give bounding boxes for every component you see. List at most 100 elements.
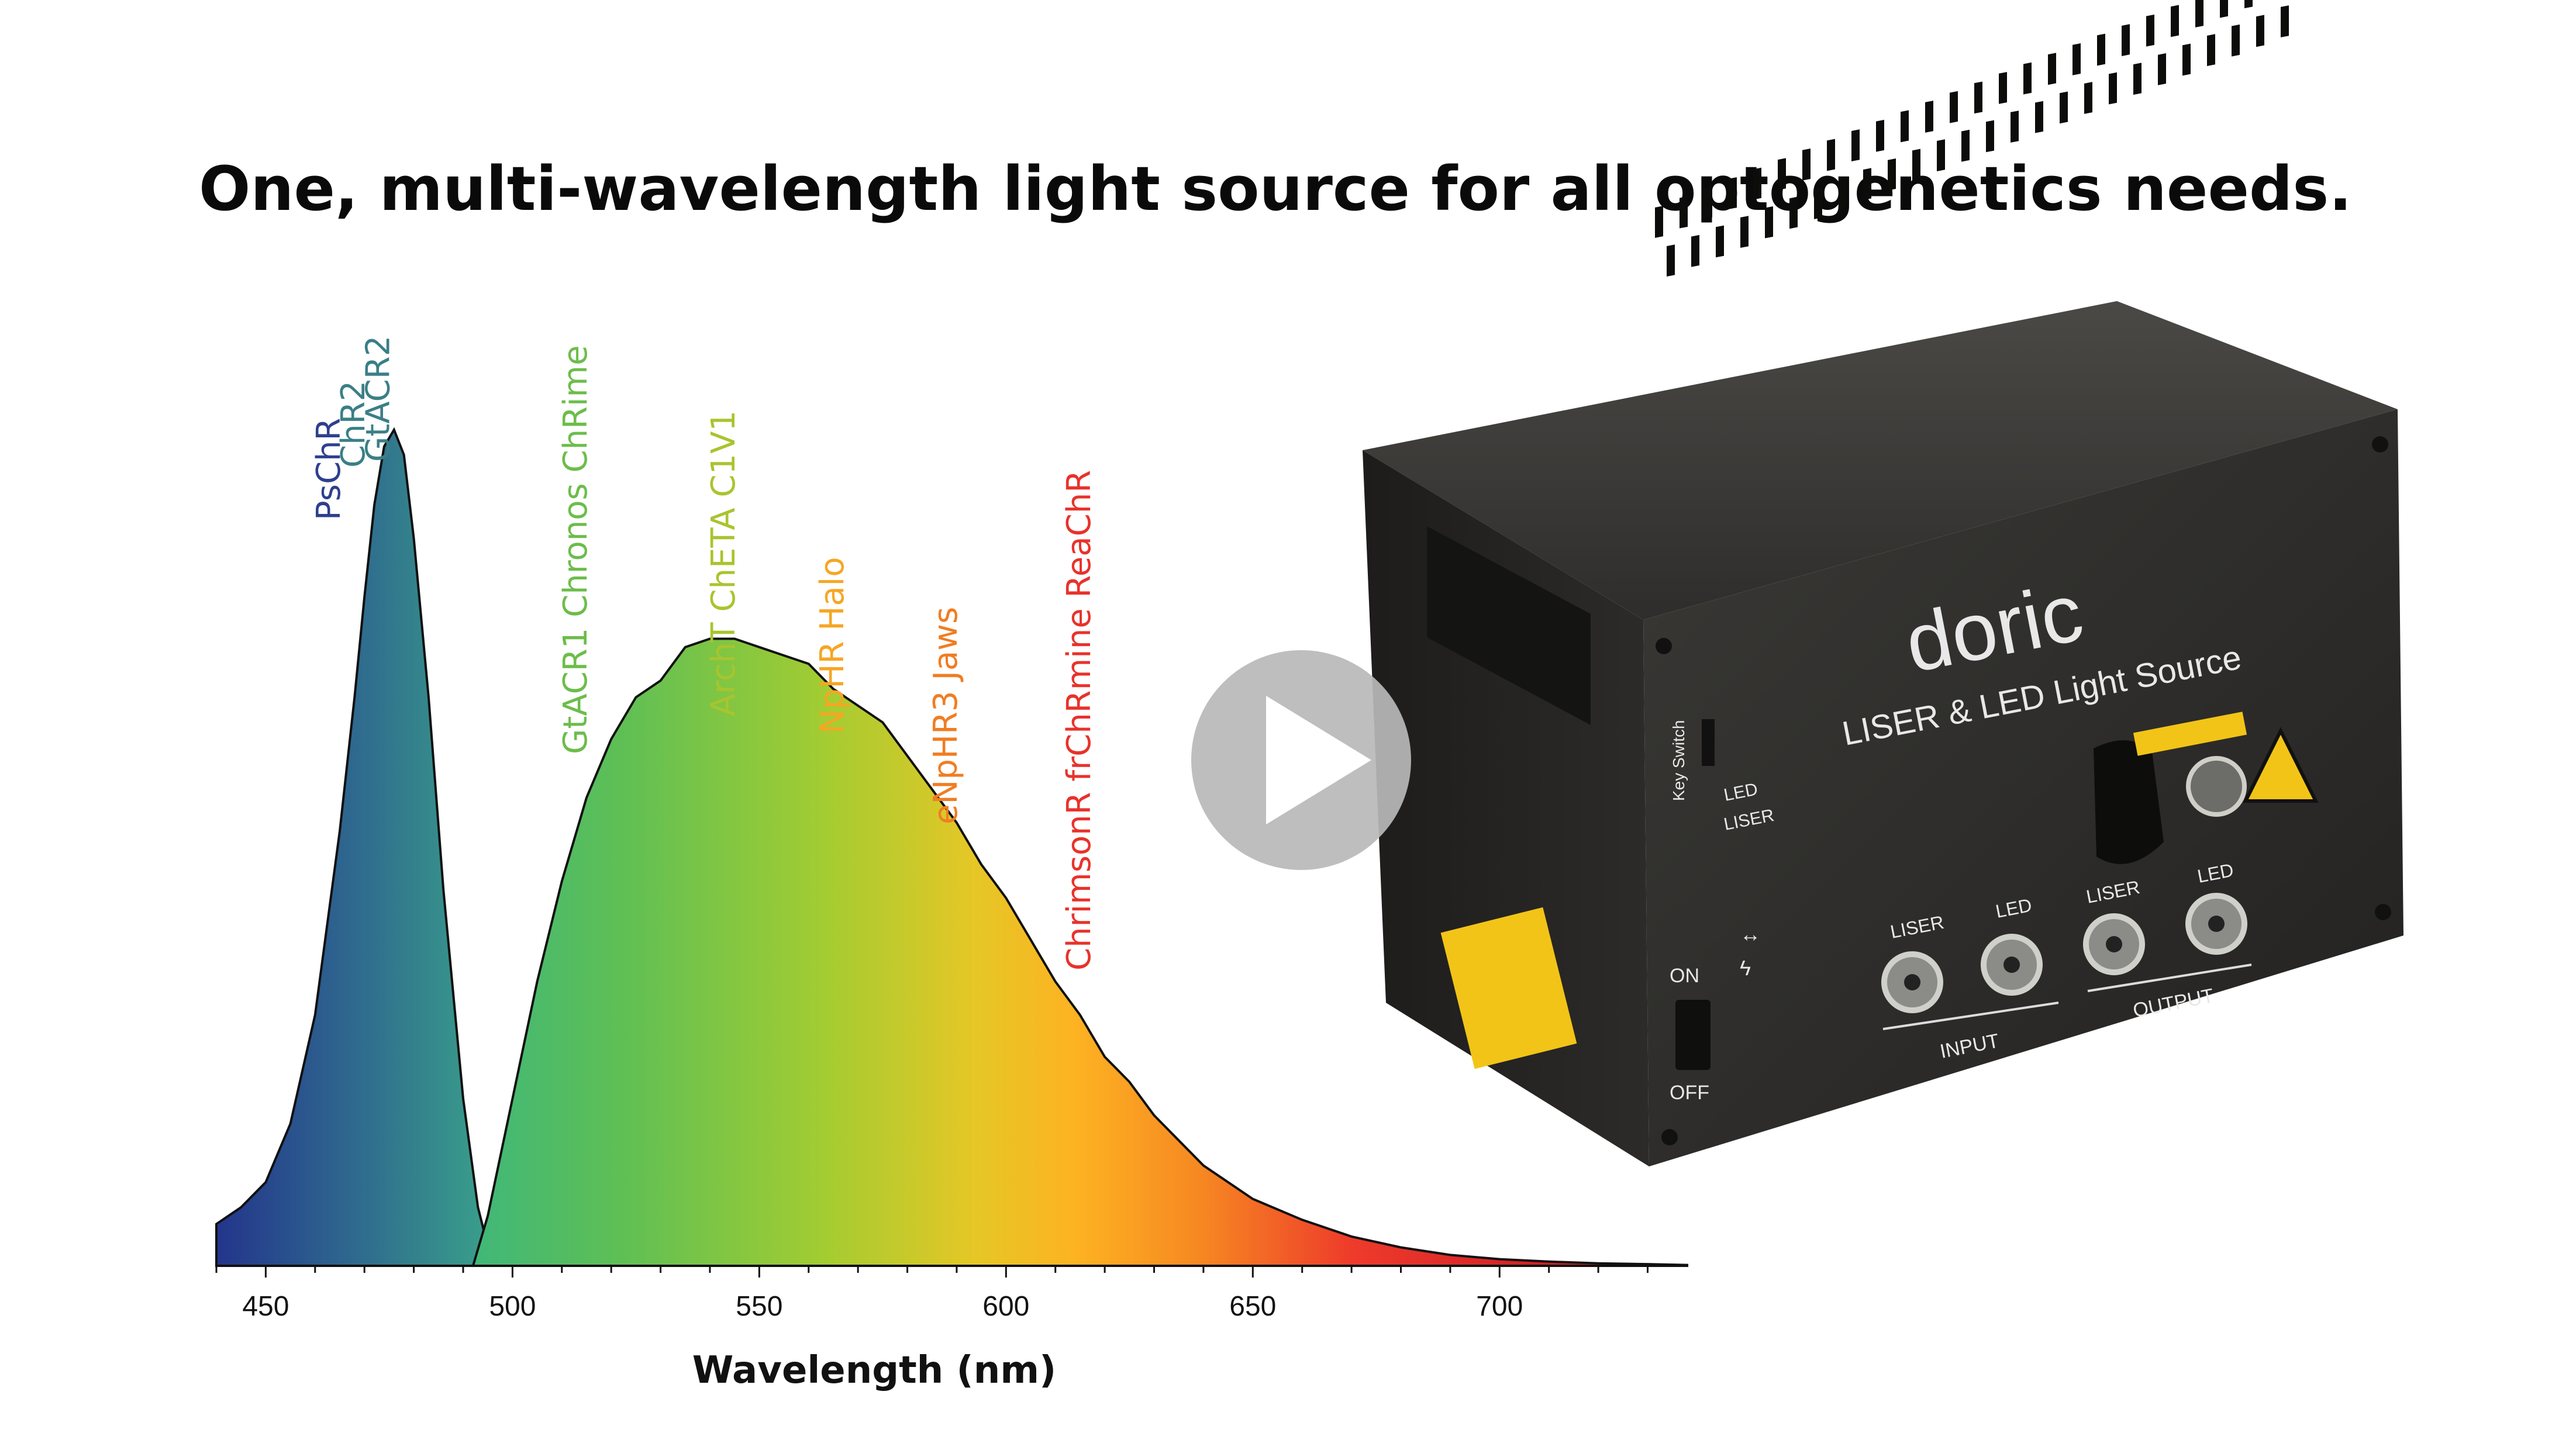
power-switch[interactable] xyxy=(1675,1000,1711,1070)
vent-slot xyxy=(1876,119,1884,152)
opsin-label: ArchT ChETA C1V1 xyxy=(705,410,743,716)
device-top-panel xyxy=(1363,301,2398,620)
off-label: OFF xyxy=(1670,1082,1709,1104)
vent-slot xyxy=(1753,167,1761,200)
vent-slot xyxy=(1925,101,1933,133)
spectrum-series-1 xyxy=(215,427,494,1267)
vent-slot xyxy=(1863,168,1871,201)
vent-slot xyxy=(1827,139,1835,171)
vent-slot xyxy=(1740,216,1749,248)
screw xyxy=(2372,436,2388,453)
vent-slot xyxy=(2011,111,2019,143)
spectrum-series-2 xyxy=(471,637,1688,1267)
vent-slot xyxy=(1974,81,1982,114)
vent-slot xyxy=(1667,244,1675,277)
x-axis: 450 500 550 600 650 700 xyxy=(215,1265,1687,1322)
play-button[interactable] xyxy=(1191,650,1411,870)
continuous-mode-icon: ↔ xyxy=(1740,922,1761,946)
vent-slot xyxy=(1986,120,1994,153)
device-vents xyxy=(1655,0,2289,277)
output-liser-connector[interactable] xyxy=(2083,913,2145,975)
laser-aperture xyxy=(2186,756,2247,817)
device-handle-recess xyxy=(1427,526,1591,725)
laser-warning-label xyxy=(1440,907,1577,1069)
vent-slot xyxy=(2281,5,2289,37)
opsin-label: PsChR xyxy=(310,418,348,520)
screw xyxy=(1656,638,1672,654)
vent-slot xyxy=(2256,15,2264,47)
output-led-connector[interactable] xyxy=(2185,893,2247,955)
slide-title: One, multi-wavelength light source for a… xyxy=(199,153,2352,225)
input-led-connector[interactable] xyxy=(1981,934,2043,996)
vent-slot xyxy=(1937,139,1945,172)
key-switch[interactable] xyxy=(1702,719,1715,766)
vent-slot xyxy=(1851,129,1860,161)
opsin-label: GtACR1 Chronos ChRime xyxy=(557,345,595,754)
vent-slot xyxy=(1680,196,1688,229)
vent-slot xyxy=(1839,177,1847,210)
x-tick-label: 500 xyxy=(489,1291,536,1322)
key-switch-label: Key Switch xyxy=(1670,720,1688,802)
screw xyxy=(2375,904,2391,920)
play-icon xyxy=(1266,696,1371,824)
input-underline xyxy=(1882,1002,2059,1030)
x-tick-label: 450 xyxy=(242,1291,289,1322)
vent-slot xyxy=(1704,187,1712,219)
vent-slot xyxy=(1888,158,1896,191)
vent-slot xyxy=(1802,148,1811,181)
vent-slot xyxy=(2023,62,2032,95)
vent-slot xyxy=(2035,101,2043,133)
vent-slot xyxy=(1691,234,1699,267)
vent-slot xyxy=(1901,110,1909,143)
opsin-label: GtACR2 xyxy=(359,336,397,462)
laser-warning-icon xyxy=(2243,727,2319,803)
screw xyxy=(1661,1129,1678,1145)
opsin-label: ChR2 xyxy=(334,381,373,468)
x-tick-label: 650 xyxy=(1229,1291,1276,1322)
vent-slot xyxy=(2158,53,2166,85)
x-axis-title: Wavelength (nm) xyxy=(692,1349,1057,1392)
spectrum-series xyxy=(215,427,1688,1267)
x-tick-label: 600 xyxy=(982,1291,1029,1322)
vent-slot xyxy=(2072,43,2081,75)
output-underline xyxy=(2087,964,2252,992)
selector-knob[interactable] xyxy=(2094,740,2164,864)
on-label: ON xyxy=(1670,965,1699,987)
vent-slot xyxy=(2048,53,2056,85)
vent-slot xyxy=(2133,63,2142,95)
vent-slot xyxy=(2220,0,2228,18)
vent-slot xyxy=(1961,129,1970,162)
vent-slot xyxy=(2097,33,2105,66)
opsin-label: ChrimsonR frChRmine ReaChR xyxy=(1060,470,1098,971)
vent-slot xyxy=(2244,0,2253,9)
x-tick-label: 550 xyxy=(736,1291,782,1322)
vent-slot xyxy=(2182,43,2191,76)
vent-slot xyxy=(2146,14,2154,47)
vent-slot xyxy=(1765,206,1773,239)
vent-slot xyxy=(2171,5,2179,37)
vent-slot xyxy=(1716,225,1724,258)
vent-slot xyxy=(1789,196,1798,229)
opsin-label: eNpHR3 Jaws xyxy=(927,607,965,824)
vent-slot xyxy=(1912,149,1920,181)
vent-slot xyxy=(2084,82,2092,114)
vent-slot xyxy=(2109,72,2117,105)
aperture-label xyxy=(2133,712,2247,756)
vent-slot xyxy=(2122,24,2130,56)
vent-slot xyxy=(1999,72,2007,104)
vent-slot xyxy=(1950,91,1958,123)
vent-slot xyxy=(2060,91,2068,124)
vent-slot xyxy=(2232,24,2240,57)
vent-slot xyxy=(1778,158,1786,191)
device-front-panel xyxy=(1643,409,2403,1166)
vent-slot xyxy=(2195,0,2203,27)
input-liser-connector[interactable] xyxy=(1881,951,1943,1013)
vent-slot xyxy=(2207,34,2215,67)
vent-slot xyxy=(1655,206,1663,238)
opsin-label: NpHR Halo xyxy=(813,557,851,734)
x-tick-label: 700 xyxy=(1476,1291,1523,1322)
